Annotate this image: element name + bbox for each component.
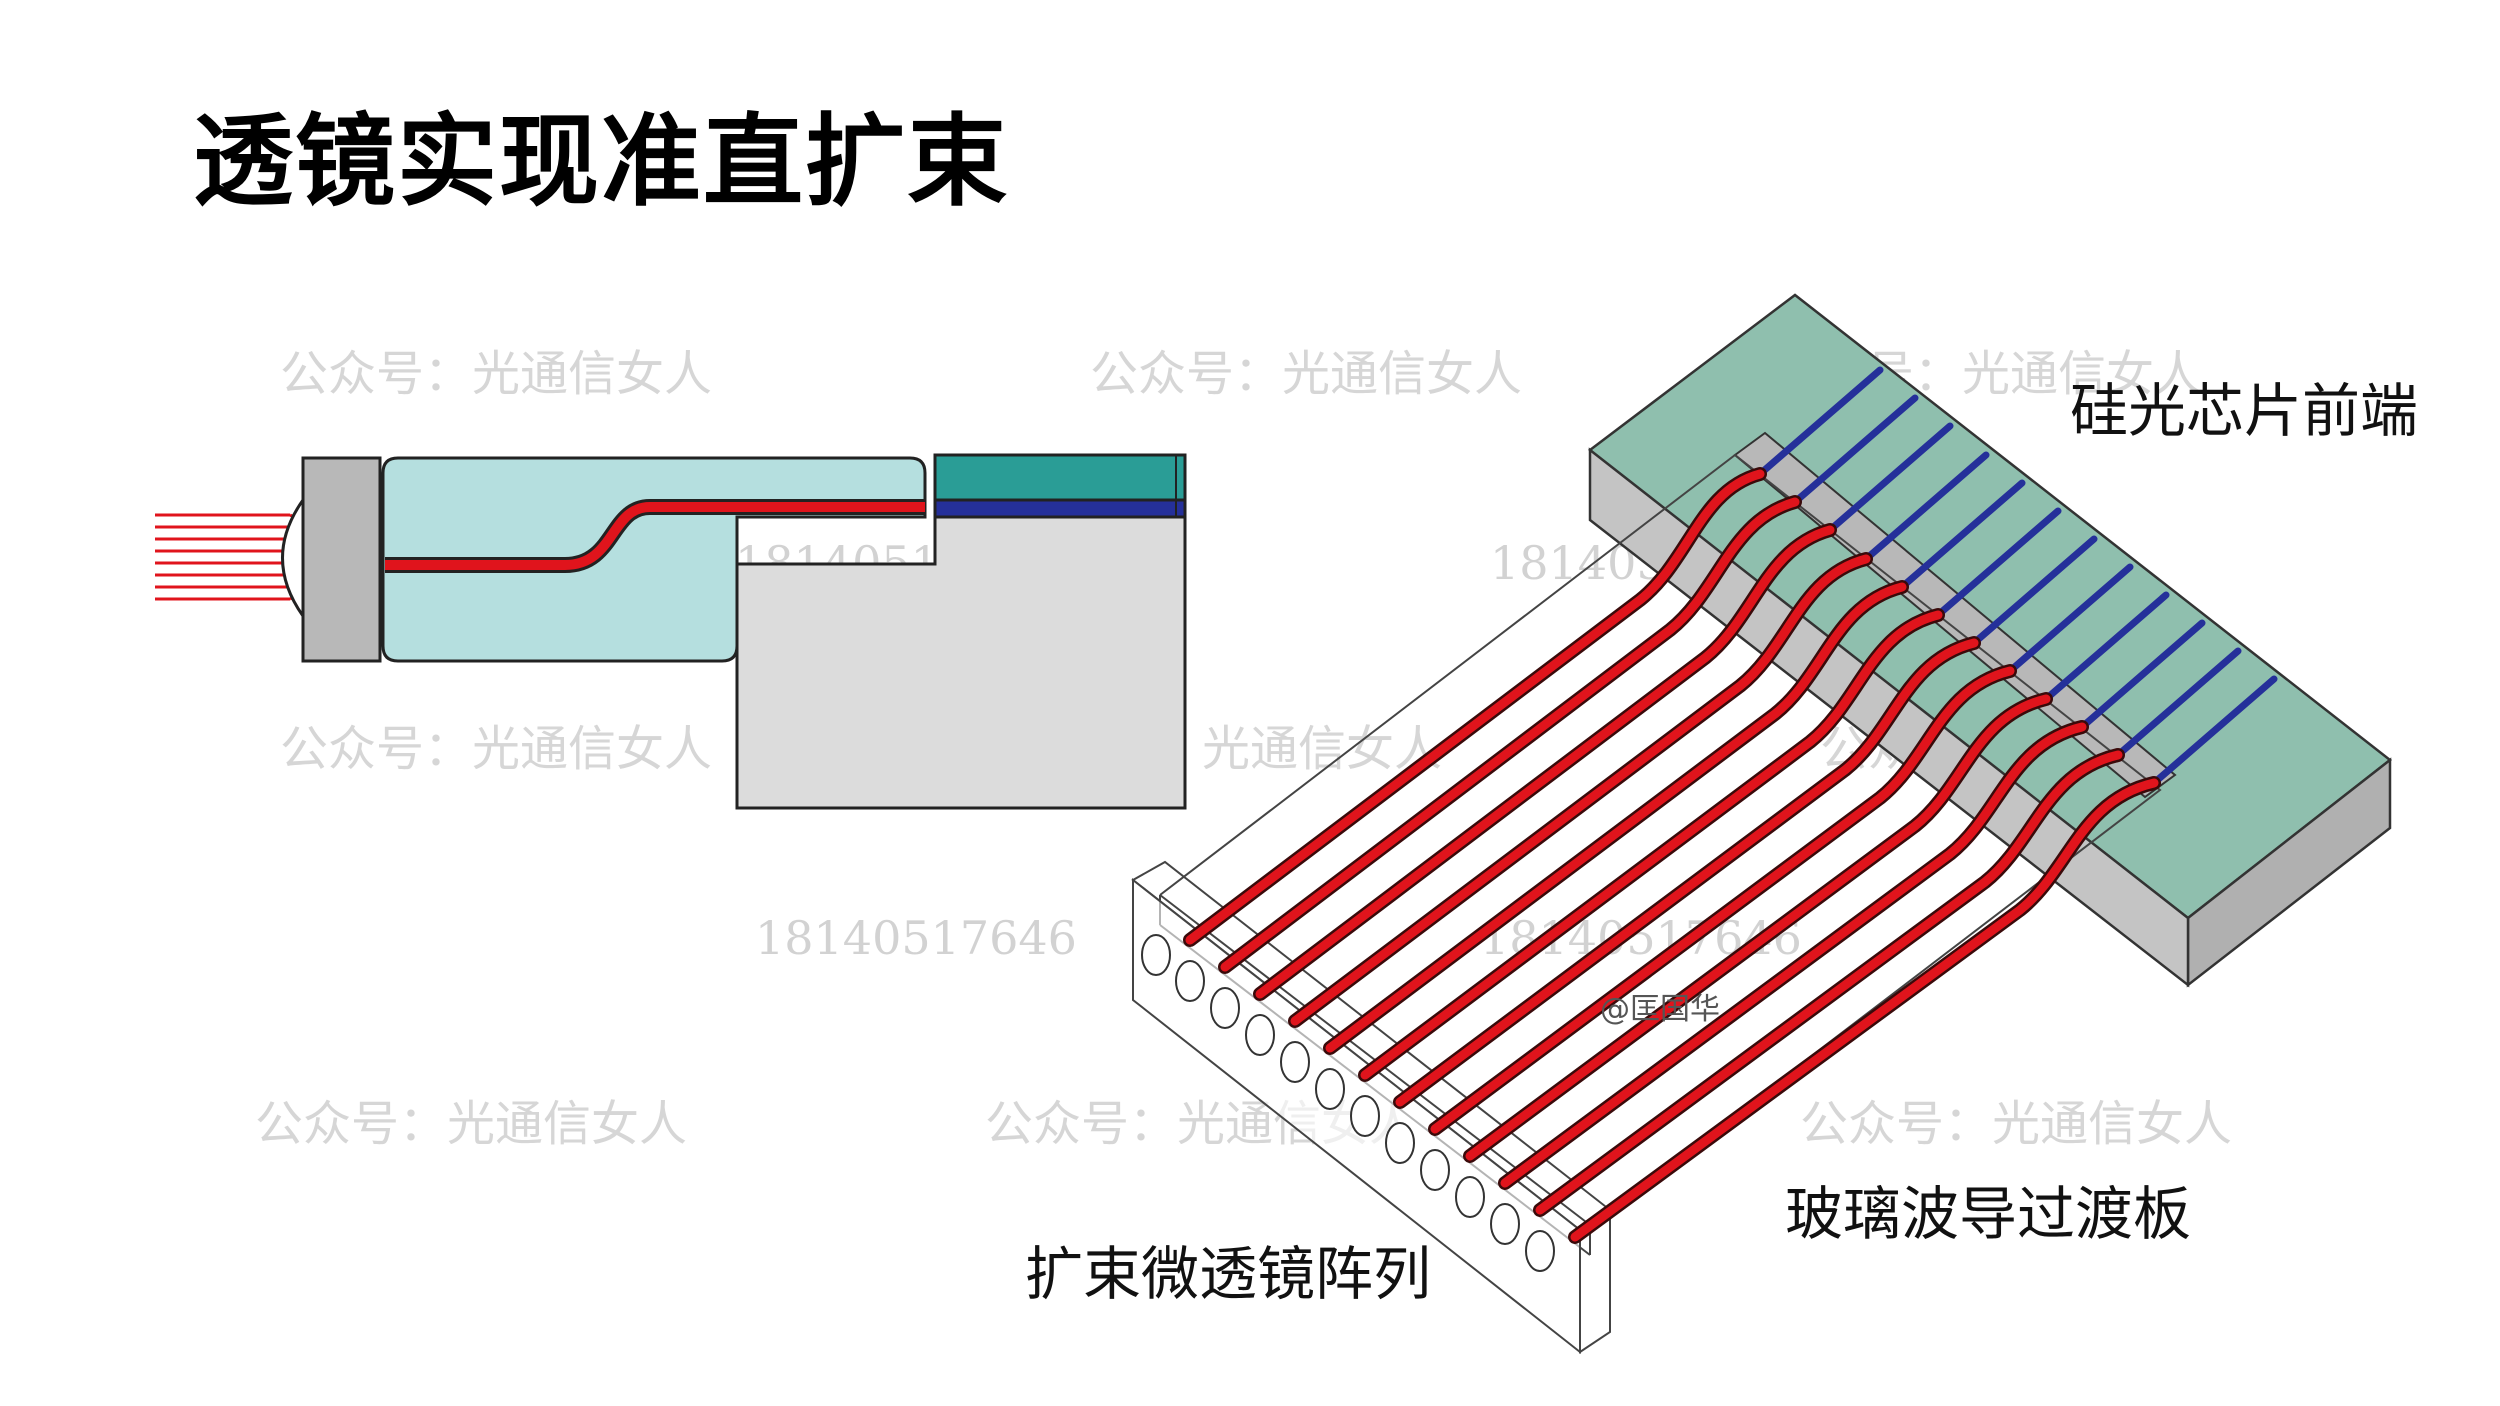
lens-icon [1176, 961, 1204, 1001]
lens-icon [1211, 988, 1239, 1028]
lens-icon [1421, 1150, 1449, 1190]
lens-icon [1142, 935, 1170, 975]
lens-icon [1386, 1123, 1414, 1163]
label-glass-board: 玻璃波导过渡板 [1785, 1185, 2191, 1243]
label-chip-front: 硅光芯片前端 [2070, 382, 2418, 440]
lens-icon [1316, 1069, 1344, 1109]
lens-icon [1491, 1204, 1519, 1244]
lens-icon [1456, 1177, 1484, 1217]
lens-icon [1351, 1096, 1379, 1136]
lens-icon [1526, 1231, 1554, 1271]
watermark-credit: @匡国华 [1600, 995, 1720, 1025]
label-lens-array: 扩束微透镜阵列 [1025, 1245, 1431, 1303]
lens-icon [1246, 1015, 1274, 1055]
lens-icon [1281, 1042, 1309, 1082]
